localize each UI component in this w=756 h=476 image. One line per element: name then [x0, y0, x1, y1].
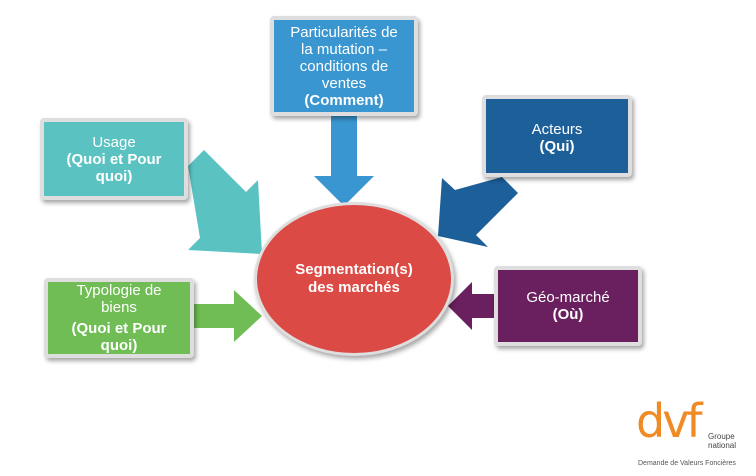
particularites-line-2: la mutation –: [301, 40, 387, 58]
usage-label: Usage: [92, 133, 136, 151]
box-acteurs: Acteurs (Qui): [482, 95, 632, 177]
box-particularites: Particularités de la mutation – conditio…: [270, 16, 418, 116]
geo-bold: (Où): [552, 306, 584, 323]
logo-letters: dvf: [636, 394, 703, 448]
box-typologie: Typologie de biens (Quoi et Pour quoi): [44, 278, 194, 358]
acteurs-label: Acteurs: [531, 121, 583, 138]
particularites-bold: (Comment): [304, 91, 384, 109]
dvf-logo: dvf Groupe national Demande de Valeurs F…: [636, 398, 748, 472]
center-line-1: Segmentation(s): [295, 261, 413, 278]
box-geo: Géo-marché (Où): [494, 266, 642, 346]
box-usage: Usage (Quoi et Pour quoi): [40, 118, 188, 200]
typologie-label: Typologie de biens: [76, 282, 162, 316]
particularites-line-3: conditions de: [299, 57, 389, 75]
center-line-2: des marchés: [308, 279, 400, 296]
acteurs-bold: (Qui): [539, 138, 575, 155]
logo-subtitle: Demande de Valeurs Foncières: [638, 460, 736, 467]
logo-text-line-1: Groupe: [708, 432, 735, 441]
center-circle: Segmentation(s) des marchés: [254, 202, 454, 356]
particularites-line-1: Particularités de: [290, 23, 398, 41]
arrow-usage: [188, 150, 262, 254]
usage-bold: (Quoi et Pour quoi): [66, 150, 162, 185]
arrow-geo: [448, 282, 494, 330]
arrow-typologie: [194, 290, 262, 342]
geo-label: Géo-marché: [526, 289, 610, 306]
typologie-bold: (Quoi et Pour quoi): [71, 320, 167, 354]
particularites-line-4: ventes: [321, 74, 367, 92]
arrow-particularites: [314, 116, 374, 206]
logo-text: Groupe national: [708, 432, 736, 450]
arrow-acteurs: [438, 177, 518, 247]
logo-text-line-2: national: [708, 441, 737, 450]
